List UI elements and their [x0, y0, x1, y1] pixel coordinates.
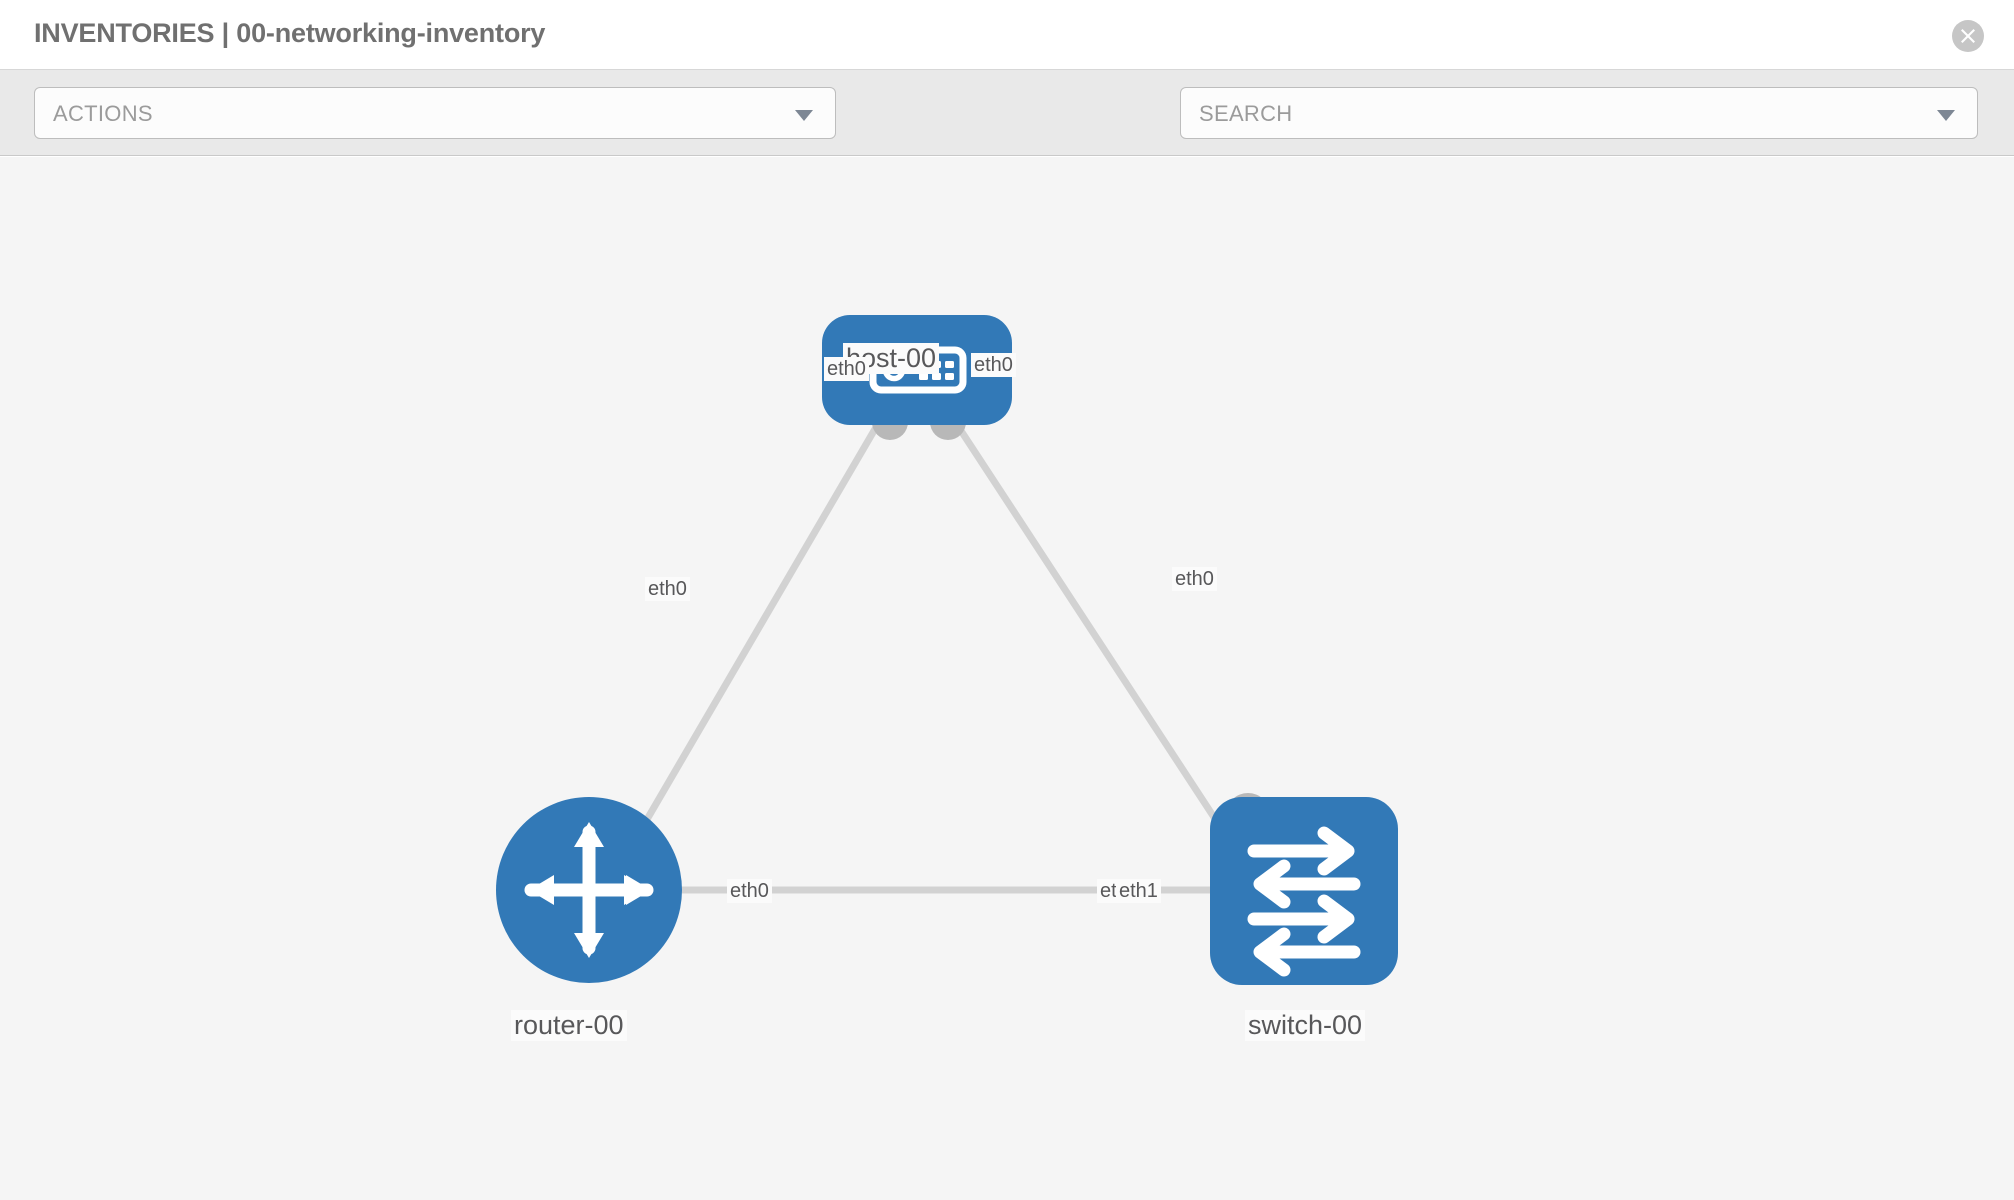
chevron-down-icon[interactable]: [1937, 110, 1955, 121]
topology-links: [621, 415, 1243, 894]
page-title: INVENTORIES | 00-networking-inventory: [34, 18, 546, 48]
topology-canvas[interactable]: host-00 router-00 switch-00 eth0 eth0 et…: [0, 157, 2014, 1200]
iface-label-host00-left: eth0: [824, 357, 869, 381]
chevron-down-icon: [795, 110, 813, 121]
node-label-switch-00: switch-00: [1245, 1010, 1366, 1041]
iface-label-switch00-north: eth0: [1172, 567, 1217, 591]
link-host00-switch00[interactable]: [949, 415, 1243, 859]
iface-label-router00-north: eth0: [645, 577, 690, 601]
topology-endpoints: [627, 404, 1270, 908]
switch-arrows-icon: [1247, 826, 1361, 977]
iface-label-host00-right: eth0: [971, 353, 1016, 377]
link-host00-router00[interactable]: [621, 415, 886, 859]
node-router-00[interactable]: [496, 797, 682, 983]
search-input[interactable]: SEARCH: [1180, 87, 1978, 139]
topology-graph: [496, 315, 1398, 985]
iface-label-switch00-west-eth1: eth1: [1116, 879, 1161, 903]
close-icon[interactable]: [1952, 20, 1984, 52]
page-header: INVENTORIES | 00-networking-inventory: [0, 0, 2014, 70]
node-label-router-00: router-00: [511, 1010, 627, 1041]
iface-label-router00-east: eth0: [727, 879, 772, 903]
actions-dropdown[interactable]: ACTIONS: [34, 87, 836, 139]
search-placeholder-label: SEARCH: [1199, 101, 1293, 126]
toolbar: ACTIONS SEARCH: [0, 70, 2014, 200]
router-4way-arrow-icon: [524, 822, 654, 958]
actions-dropdown-label: ACTIONS: [53, 101, 153, 126]
node-switch-00[interactable]: [1210, 797, 1398, 985]
